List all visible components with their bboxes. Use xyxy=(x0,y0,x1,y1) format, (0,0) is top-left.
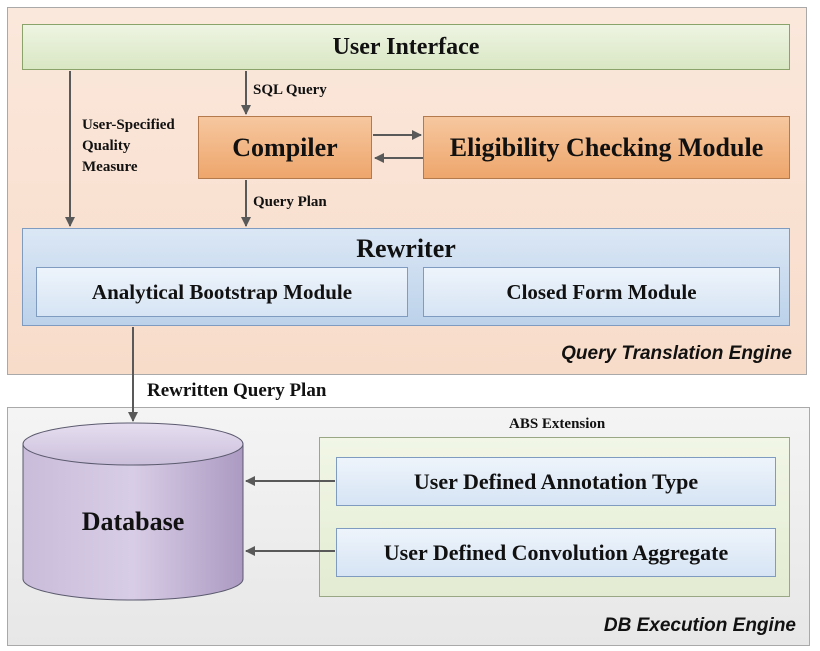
query-plan-label: Query Plan xyxy=(253,194,327,210)
quality-measure-label-line1: User-Specified xyxy=(82,117,175,133)
abs-extension-title: ABS Extension xyxy=(509,416,606,432)
rewriter-title: Rewriter xyxy=(356,234,456,263)
db-execution-engine-label: DB Execution Engine xyxy=(603,615,796,636)
quality-measure-label-line2: Quality xyxy=(82,138,131,154)
database-label: Database xyxy=(81,507,185,536)
compiler-box: Compiler xyxy=(198,116,372,179)
query-translation-engine-label: Query Translation Engine xyxy=(561,343,792,364)
analytical-bootstrap-module-box: Analytical Bootstrap Module xyxy=(36,267,408,317)
closed-form-module-box: Closed Form Module xyxy=(423,267,780,317)
abs-extension-box: User Defined Annotation Type User Define… xyxy=(319,437,790,597)
rewriter-box: Rewriter Analytical Bootstrap Module Clo… xyxy=(22,228,790,326)
eligibility-checking-module-box: Eligibility Checking Module xyxy=(423,116,790,179)
user-interface-box: User Interface xyxy=(22,24,790,70)
sql-query-label: SQL Query xyxy=(253,82,327,98)
annotation-type-box: User Defined Annotation Type xyxy=(336,457,776,506)
rewritten-query-plan-label: Rewritten Query Plan xyxy=(147,380,327,401)
convolution-aggregate-box: User Defined Convolution Aggregate xyxy=(336,528,776,577)
quality-measure-label-line3: Measure xyxy=(82,159,138,175)
